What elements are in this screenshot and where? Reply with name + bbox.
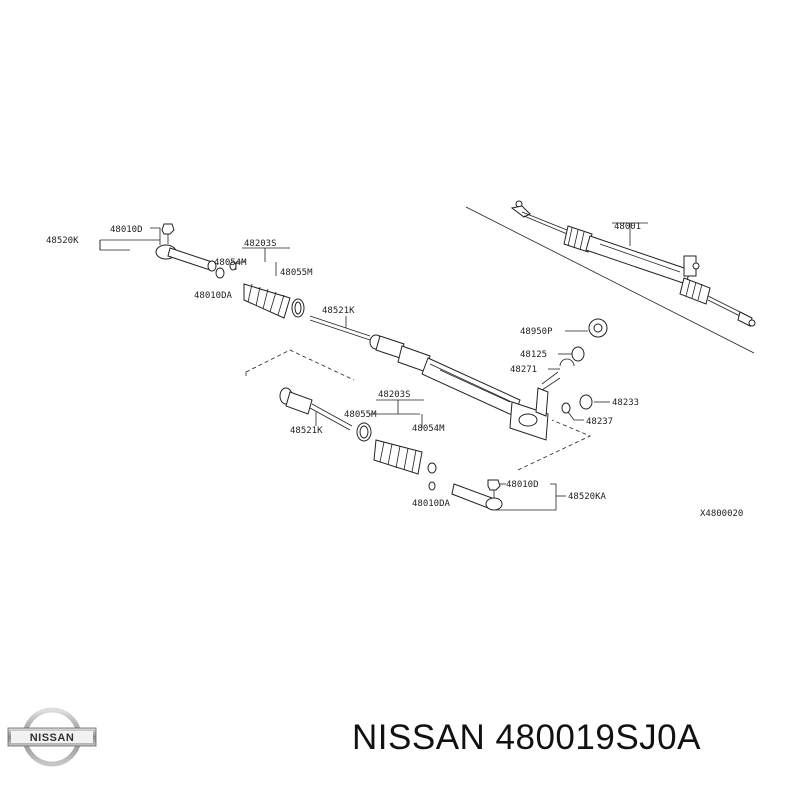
part-number-caption: NISSAN 480019SJ0A	[352, 718, 701, 757]
lower-tie-rod-group	[279, 387, 566, 511]
label-48521K-top: 48521K	[322, 306, 355, 316]
label-reference: X4800020	[700, 509, 743, 519]
pinion-seal-group	[541, 318, 610, 421]
label-48237: 48237	[586, 417, 613, 427]
left-tie-rod-group	[99, 223, 371, 341]
label-48010DA-top: 48010DA	[194, 291, 233, 301]
label-48054M-bot: 48054M	[412, 424, 445, 434]
label-48950P: 48950P	[520, 327, 553, 337]
label-48520KA: 48520KA	[568, 492, 607, 502]
label-48055M-top: 48055M	[280, 268, 313, 278]
label-48055M-bot: 48055M	[344, 410, 377, 420]
label-48520K: 48520K	[46, 236, 79, 246]
logo-text: NISSAN	[30, 732, 75, 744]
label-48203S-top: 48203S	[244, 239, 277, 249]
label-48125: 48125	[520, 350, 547, 360]
label-48203S-bot: 48203S	[378, 390, 411, 400]
label-48001: 48001	[614, 222, 641, 232]
rack-housing-group	[245, 334, 591, 471]
part-labels: 48010D 48520K 48203S 48054M 48055M 48010…	[46, 222, 743, 519]
label-48010DA-bot: 48010DA	[412, 499, 451, 509]
label-48271: 48271	[510, 365, 537, 375]
label-48521K-bot: 48521K	[290, 426, 323, 436]
steering-gear-assembly	[465, 200, 756, 354]
label-48054M-top: 48054M	[214, 258, 247, 268]
nissan-logo: NISSAN	[7, 707, 97, 767]
label-48233: 48233	[612, 398, 639, 408]
label-48010D-top: 48010D	[110, 225, 143, 235]
label-48010D-bot: 48010D	[506, 480, 539, 490]
